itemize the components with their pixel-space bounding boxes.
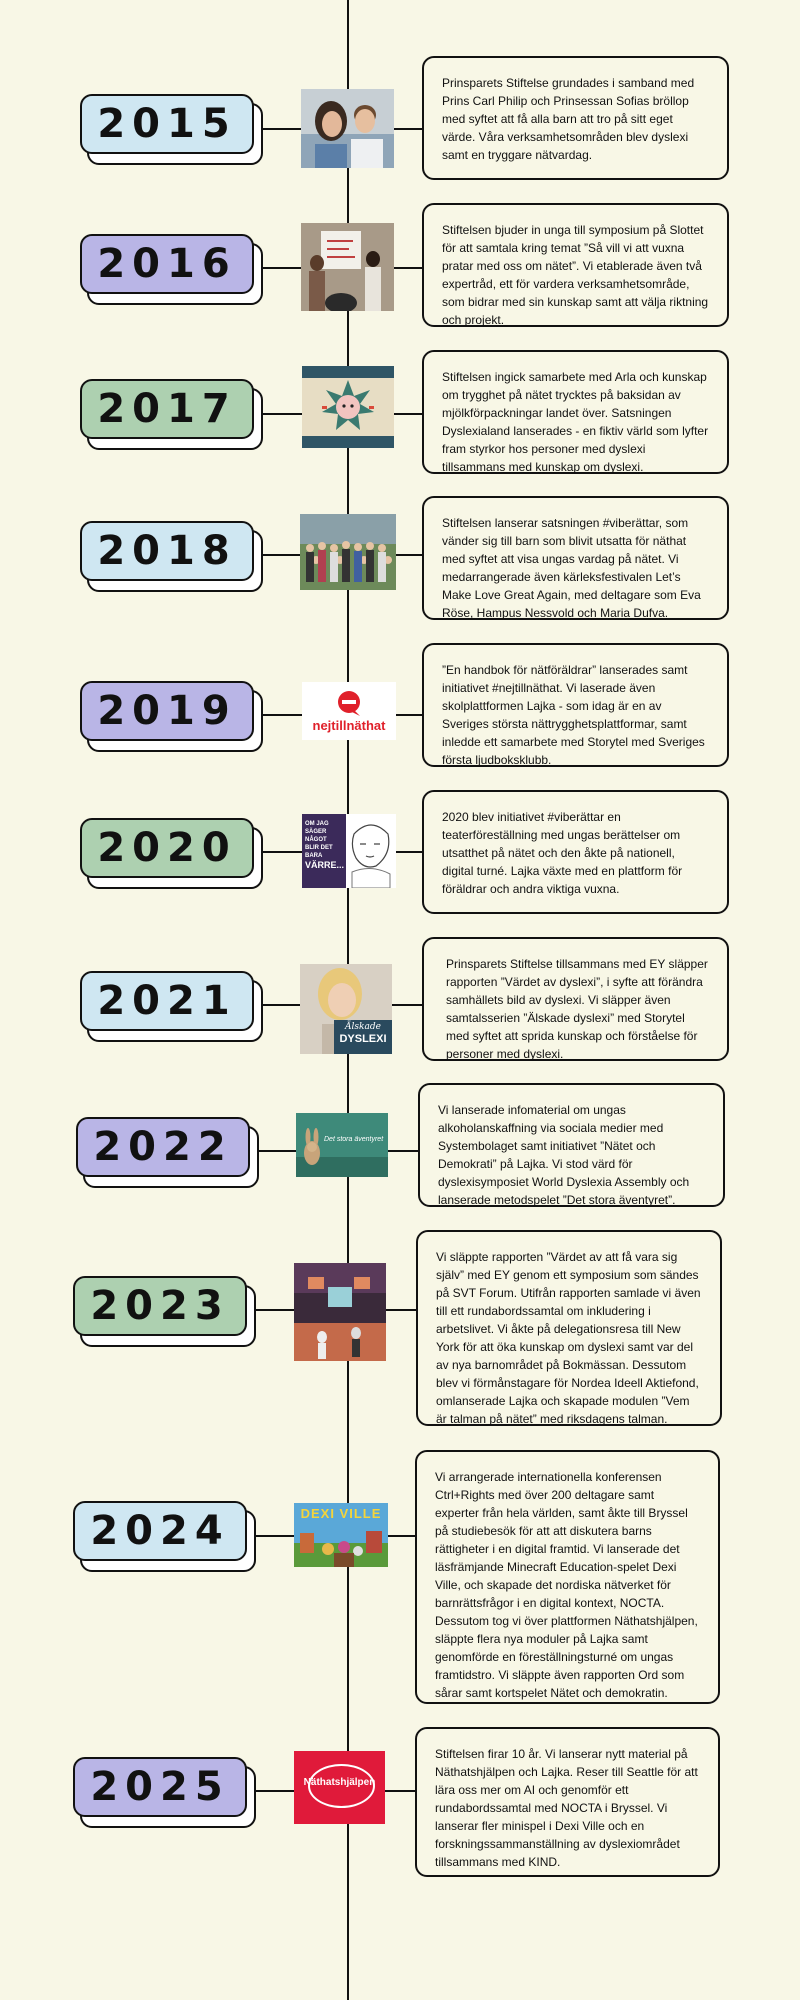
year-badge: 2019 (80, 681, 254, 741)
entry-description: Stiftelsen ingick samarbete med Arla och… (422, 350, 729, 474)
stage-event-photo (294, 1263, 386, 1361)
nathatshjalpen-logo-text: Näthatshjälpen (303, 1777, 376, 1788)
poster-line: VÄRRE... (305, 860, 345, 870)
dyslexialand-logo (302, 366, 394, 448)
royal-couple-photo (301, 89, 394, 168)
year-badge: 2021 (80, 971, 254, 1031)
entry-description: Vi släppte rapporten ”Värdet av att få v… (416, 1230, 722, 1426)
year-badge: 2016 (80, 234, 254, 294)
nejtillnathat-logo: nejtillnäthat (302, 682, 396, 740)
poster-line: BLIR DET BARA (305, 845, 333, 859)
poster-line: SÄGER NÅGOT (305, 829, 327, 843)
year-badge: 2024 (73, 1501, 247, 1561)
cover-title-script: Älskade (345, 1022, 381, 1032)
nejtillnathat-logo-text: nejtillnäthat (312, 718, 386, 733)
entry-description: Stiftelsen lanserar satsningen #viberätt… (422, 496, 729, 620)
entry-description: 2020 blev initiativet #viberättar en tea… (422, 790, 729, 914)
year-badge: 2022 (76, 1117, 250, 1177)
year-badge: 2025 (73, 1757, 247, 1817)
entry-description: Stiftelsen bjuder in unga till symposium… (422, 203, 729, 327)
nathatshjalpen-logo: Näthatshjälpen (294, 1751, 385, 1824)
alskade-dyslexi-cover: Älskade DYSLEXI (300, 964, 392, 1054)
poster-line: OM JAG (305, 821, 329, 827)
year-badge: 2018 (80, 521, 254, 581)
game-title: Det stora äventyret (324, 1136, 384, 1143)
viberattar-poster: OM JAG SÄGER NÅGOT BLIR DET BARA VÄRRE..… (302, 814, 396, 888)
year-badge: 2023 (73, 1276, 247, 1336)
cover-title: DYSLEXI (339, 1033, 387, 1045)
group-photo (300, 514, 396, 590)
year-badge: 2017 (80, 379, 254, 439)
stora-aventyret-game: Det stora äventyret (296, 1113, 388, 1177)
symposium-photo (301, 223, 394, 311)
entry-description: Vi arrangerade internationella konferens… (415, 1450, 720, 1704)
entry-description: Stiftelsen firar 10 år. Vi lanserar nytt… (415, 1727, 720, 1877)
year-badge: 2015 (80, 94, 254, 154)
dexi-ville-banner: DEXI VILLE (294, 1503, 388, 1567)
game-logo: DEXI VILLE (300, 1506, 382, 1521)
entry-description: Vi lanserade infomaterial om ungas alkoh… (418, 1083, 725, 1207)
entry-description: Prinsparets Stiftelse grundades i samban… (422, 56, 729, 180)
entry-description: Prinsparets Stiftelse tillsammans med EY… (422, 937, 729, 1061)
year-badge: 2020 (80, 818, 254, 878)
entry-description: ”En handbok för nätföräldrar” lanserades… (422, 643, 729, 767)
